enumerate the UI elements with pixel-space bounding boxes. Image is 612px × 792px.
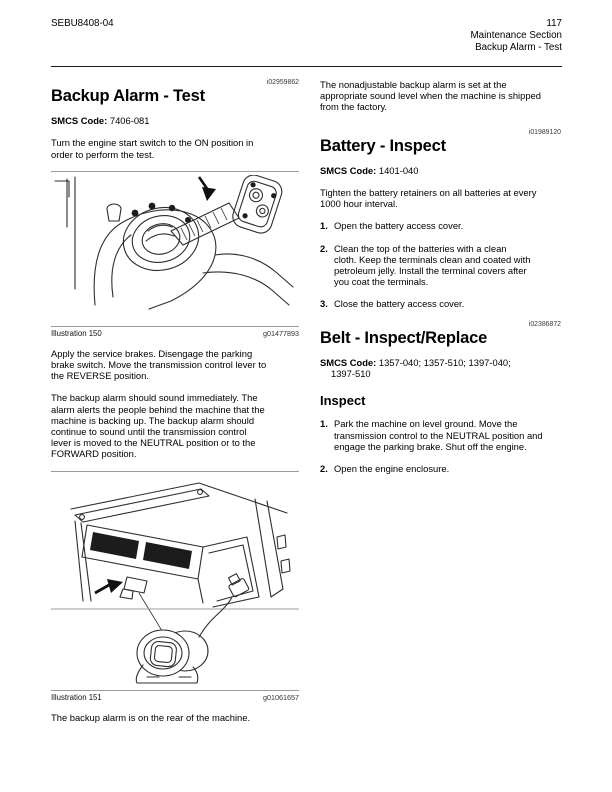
smcs-battery: SMCS Code: 1401-040	[320, 165, 561, 176]
smcs-value: 1357-040; 1357-510; 1397-040; 1397-510	[331, 356, 511, 380]
figure-150-label: Illustration 150	[51, 328, 102, 338]
belt-step-2: 2. Open the engine enclosure.	[320, 463, 561, 474]
header-right-block: 117 Maintenance Section Backup Alarm - T…	[471, 18, 563, 54]
alarm-mount-bracket	[119, 576, 148, 600]
smcs-backup-alarm: SMCS Code: 7406-081	[51, 115, 299, 126]
backup-alarm-illustration	[51, 482, 299, 684]
wire-connector	[227, 572, 250, 597]
step-text: Park the machine on level ground. Move t…	[334, 418, 543, 452]
step-number: 3.	[320, 298, 328, 310]
lever-head	[232, 174, 283, 234]
para-apply-brakes: Apply the service brakes. Disengage the …	[51, 347, 267, 382]
page-number: 117	[546, 18, 562, 29]
heading-backup-alarm-test: Backup Alarm - Test	[51, 87, 205, 105]
smcs-value: 7406-081	[109, 115, 150, 126]
left-column: i02959862 Backup Alarm - Test SMCS Code:…	[51, 79, 299, 734]
page-header: SEBU8408-04 117 Maintenance Section Back…	[51, 18, 562, 54]
step-number: 2.	[320, 463, 328, 475]
para-turn-switch: Turn the engine start switch to the ON p…	[51, 137, 254, 160]
para-nonadjustable-alarm: The nonadjustable backup alarm is set at…	[320, 79, 541, 113]
step-number: 1.	[320, 418, 328, 430]
heading-belt-inspect-replace: Belt - Inspect/Replace	[320, 328, 488, 347]
joystick-illustration	[54, 174, 294, 310]
para-tighten-retainers: Tighten the battery retainers on all bat…	[320, 187, 537, 210]
smcs-label: SMCS Code:	[320, 356, 377, 368]
lever-shaft	[170, 202, 240, 246]
section-name: Maintenance Section	[470, 30, 563, 41]
figure-151-label: Illustration 151	[51, 692, 102, 702]
lever-bezel	[122, 206, 200, 271]
step-text: Open the engine enclosure.	[334, 463, 450, 475]
battery-step-1: 1. Open the battery access cover.	[320, 220, 561, 231]
document-code: SEBU8408-04	[51, 18, 114, 29]
right-column: The nonadjustable backup alarm is set at…	[320, 79, 561, 734]
header-divider	[51, 66, 562, 67]
heading-battery-inspect: Battery - Inspect	[320, 136, 446, 155]
figure-151-caption: Illustration 151 g01061657	[51, 693, 299, 702]
figure-151-code: g01061657	[263, 692, 299, 702]
belt-step-1: 1. Park the machine on level ground. Mov…	[320, 418, 561, 452]
battery-step-3: 3. Close the battery access cover.	[320, 298, 561, 309]
topic-id-backup-alarm: i02959862	[266, 79, 299, 86]
grille-right	[143, 541, 192, 569]
para-alarm-location: The backup alarm is on the rear of the m…	[51, 711, 251, 723]
smcs-belt: SMCS Code: 1357-040; 1357-510; 1397-040;…	[320, 357, 561, 380]
pointer-arrow-icon	[94, 578, 123, 594]
figure-150	[51, 170, 299, 327]
smcs-label: SMCS Code:	[320, 164, 377, 176]
para-alarm-sound: The backup alarm should sound immediatel…	[51, 392, 265, 460]
step-text: Clean the top of the batteries with a cl…	[334, 242, 531, 288]
battery-step-2: 2. Clean the top of the batteries with a…	[320, 243, 561, 288]
smcs-value: 1401-040	[378, 164, 419, 176]
two-column-body: i02959862 Backup Alarm - Test SMCS Code:…	[51, 79, 561, 734]
grille-left	[90, 531, 139, 559]
subheading-inspect: Inspect	[320, 393, 366, 409]
figure-150-caption: Illustration 150 g01477893	[51, 329, 299, 338]
step-number: 1.	[320, 220, 328, 232]
topic-id-battery: i01989120	[528, 128, 561, 136]
backup-alarm-device	[135, 572, 250, 684]
figure-151	[51, 470, 299, 691]
step-number: 2.	[320, 242, 328, 254]
figure-150-code: g01477893	[263, 328, 299, 338]
step-text: Open the battery access cover.	[334, 220, 464, 232]
smcs-label: SMCS Code:	[51, 115, 108, 126]
subsection-name: Backup Alarm - Test	[475, 42, 562, 53]
topic-id-belt: i02386872	[528, 320, 561, 328]
pointer-arrow-icon	[197, 176, 216, 201]
step-text: Close the battery access cover.	[334, 298, 465, 310]
